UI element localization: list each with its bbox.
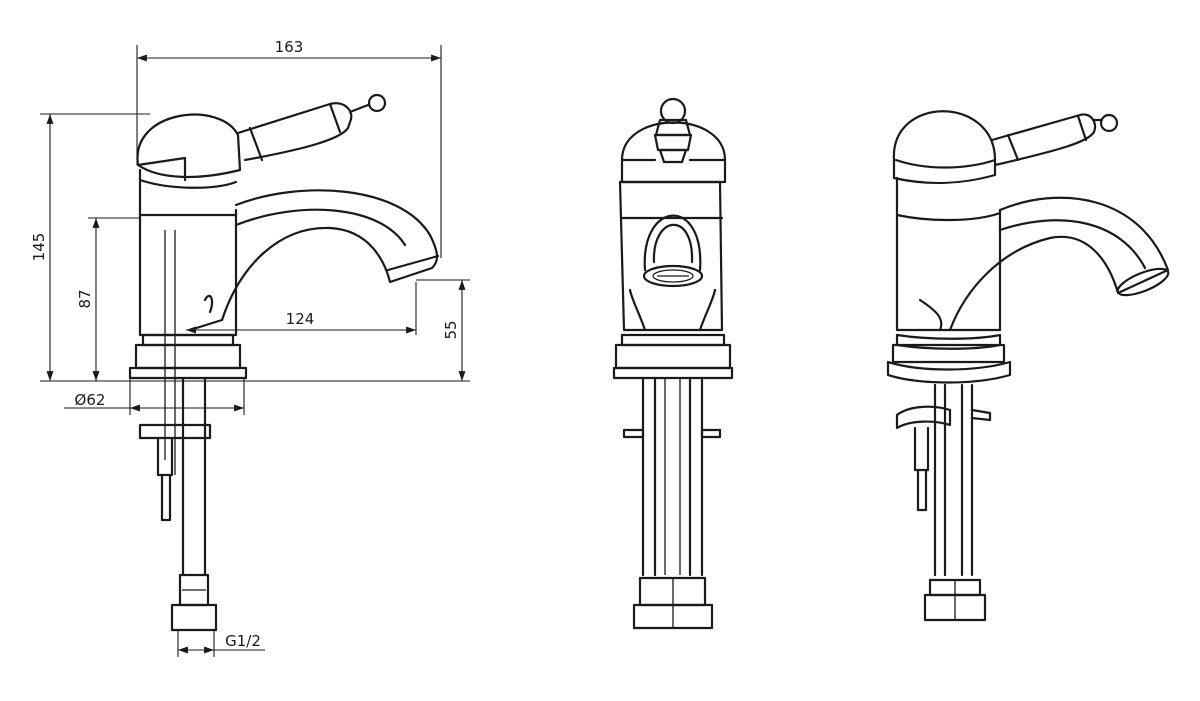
side-view [128, 93, 440, 632]
dimension-lines [40, 45, 470, 657]
perspective-view [886, 110, 1170, 622]
front-view [612, 97, 734, 630]
dim-outlet-clearance: 55 [442, 320, 460, 339]
dim-spout-height: 87 [76, 289, 94, 308]
dim-overall-width: 163 [275, 38, 304, 56]
dim-overall-height: 145 [30, 233, 48, 262]
dim-base-diameter: Ø62 [75, 391, 106, 409]
dim-spout-reach: 124 [286, 310, 315, 328]
dim-connection-thread: G1/2 [225, 632, 261, 650]
